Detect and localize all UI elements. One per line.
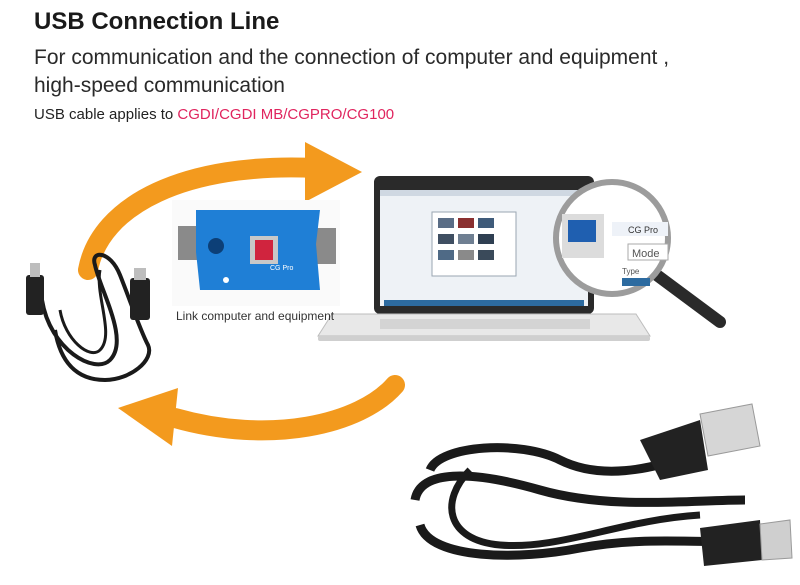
cg-pro-device-image: CG Pro xyxy=(172,200,340,306)
magnifier-title: CG Pro xyxy=(628,225,658,235)
subtitle-line-1: For communication and the connection of … xyxy=(34,46,670,69)
magnifier-image: CG Pro Mode Type xyxy=(553,179,726,328)
page-title: USB Connection Line xyxy=(34,8,280,35)
page-subtitle: For communication and the connection of … xyxy=(34,44,734,100)
usb-cable-image xyxy=(410,403,793,566)
device-badge: CG Pro xyxy=(270,265,293,272)
subtitle-line-2: high-speed communication xyxy=(34,74,285,97)
applies-prefix: USB cable applies to xyxy=(34,106,178,123)
applies-to-line: USB cable applies to CGDI/CGDI MB/CGPRO/… xyxy=(34,106,394,123)
usb-cable-image xyxy=(26,252,152,383)
magnifier-field: Mode xyxy=(632,248,660,260)
orange-arrow-icon xyxy=(118,375,405,446)
laptop-image xyxy=(317,176,651,341)
applies-devices: CGDI/CGDI MB/CGPRO/CG100 xyxy=(177,106,395,123)
magnifier-label: Type xyxy=(622,267,640,276)
orange-arrow-icon xyxy=(78,142,362,280)
device-caption: Link computer and equipment xyxy=(176,309,335,323)
